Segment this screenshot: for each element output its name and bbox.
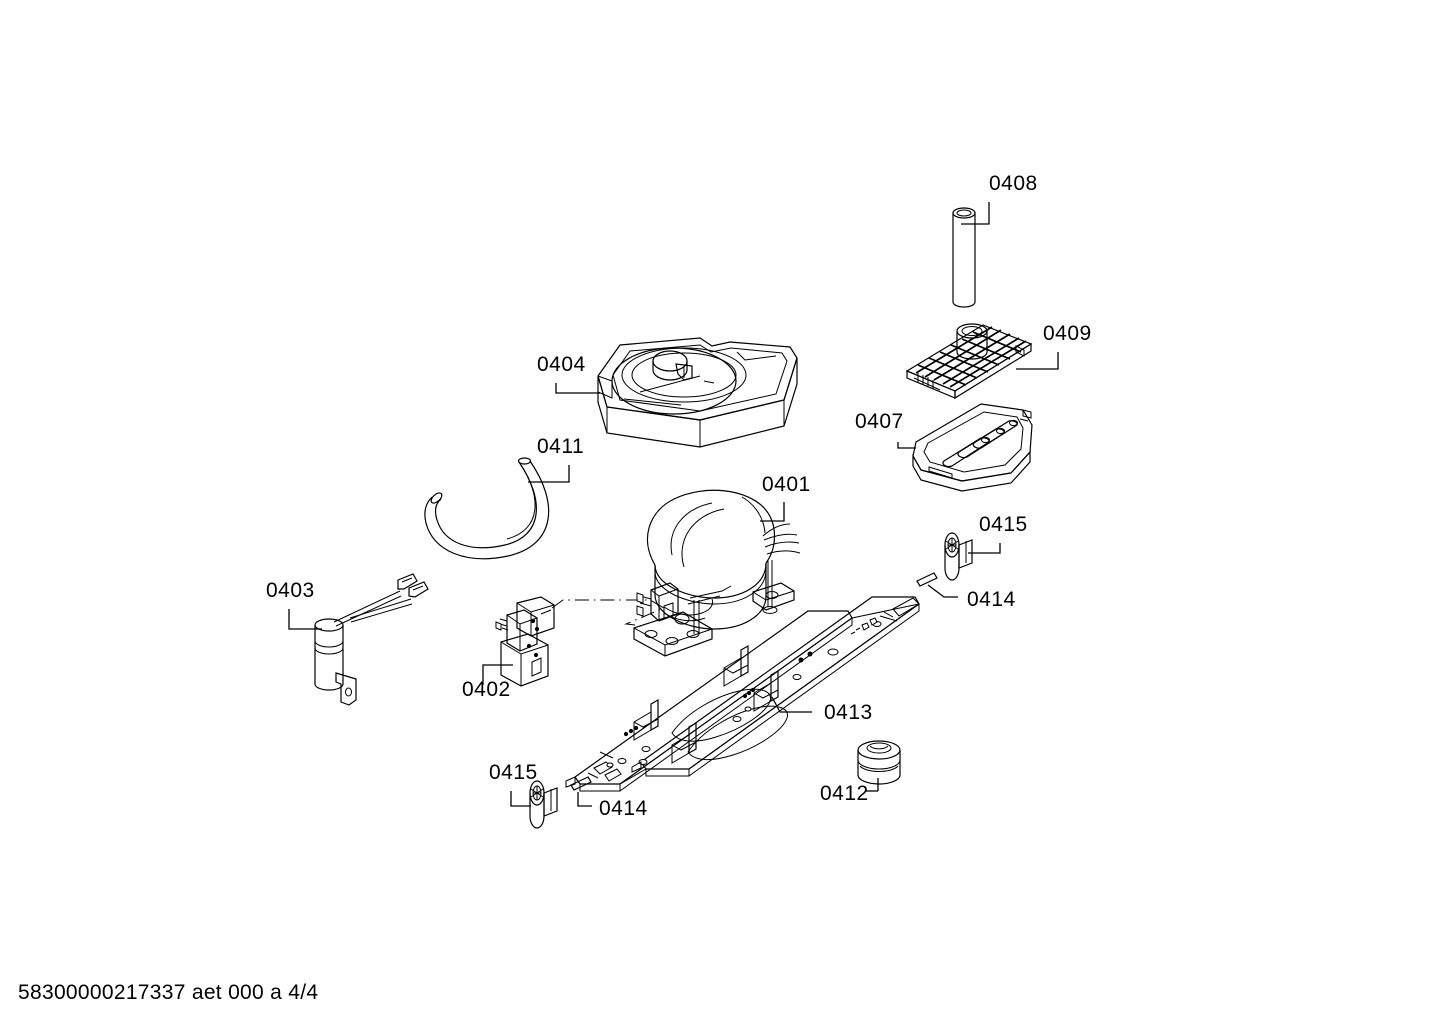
part-label-0412: 0412 [820,782,869,805]
part-label-0414-lower: 0414 [599,797,648,820]
part-0401-compressor [633,489,801,657]
leader-0414-upper [927,584,958,598]
part-0404-evaporation-tray [597,337,798,448]
leader-0412 [866,778,879,792]
part-label-0409: 0409 [1043,322,1092,345]
leader-0409 [1016,352,1059,370]
part-0402-start-relay [495,596,555,687]
leader-0415-upper [968,543,1001,554]
part-0414-mounting-pin-upper [916,572,938,587]
part-label-0404: 0404 [537,353,586,376]
part-0412-rubber-mount-grommet [857,740,901,785]
leader-0401 [760,502,785,522]
leader-0404 [555,383,600,394]
leader-0402 [482,664,513,685]
footer-document-code: 58300000217337 aet 000 a 4/4 [18,981,318,1004]
part-label-0401: 0401 [762,473,811,496]
assembly-path-0402-to-compressor [551,599,666,627]
part-0415-rubber-bushing-lower [529,780,558,829]
part-label-0411: 0411 [537,435,584,458]
part-0403-run-capacitor [314,573,429,706]
part-label-0403: 0403 [266,579,315,602]
leader-0411 [528,465,570,483]
part-0414-mounting-pin-lower [570,776,592,791]
leader-0414-lower [577,792,592,807]
leader-0403 [288,609,322,630]
part-label-0407: 0407 [855,410,904,433]
leader-0407 [897,442,916,449]
part-0415-rubber-bushing-upper [944,532,973,581]
part-label-0415-lower: 0415 [489,761,538,784]
leader-0413 [771,696,812,713]
leader-0408 [961,202,990,225]
part-label-0408: 0408 [989,172,1038,195]
part-label-0415-upper: 0415 [979,513,1028,536]
part-label-0402: 0402 [462,678,511,701]
part-label-0413: 0413 [824,701,873,724]
part-0407-drip-tray-with-ribs [912,403,1033,492]
part-label-0414-upper: 0414 [967,588,1016,611]
part-0409-grille-mesh-plate [905,323,1033,400]
part-0408-drain-tube [952,207,976,308]
part-0411-curved-drain-hose [424,457,550,560]
part-0413-compressor-base-rail [565,596,920,792]
leader-0415-lower [510,791,531,807]
